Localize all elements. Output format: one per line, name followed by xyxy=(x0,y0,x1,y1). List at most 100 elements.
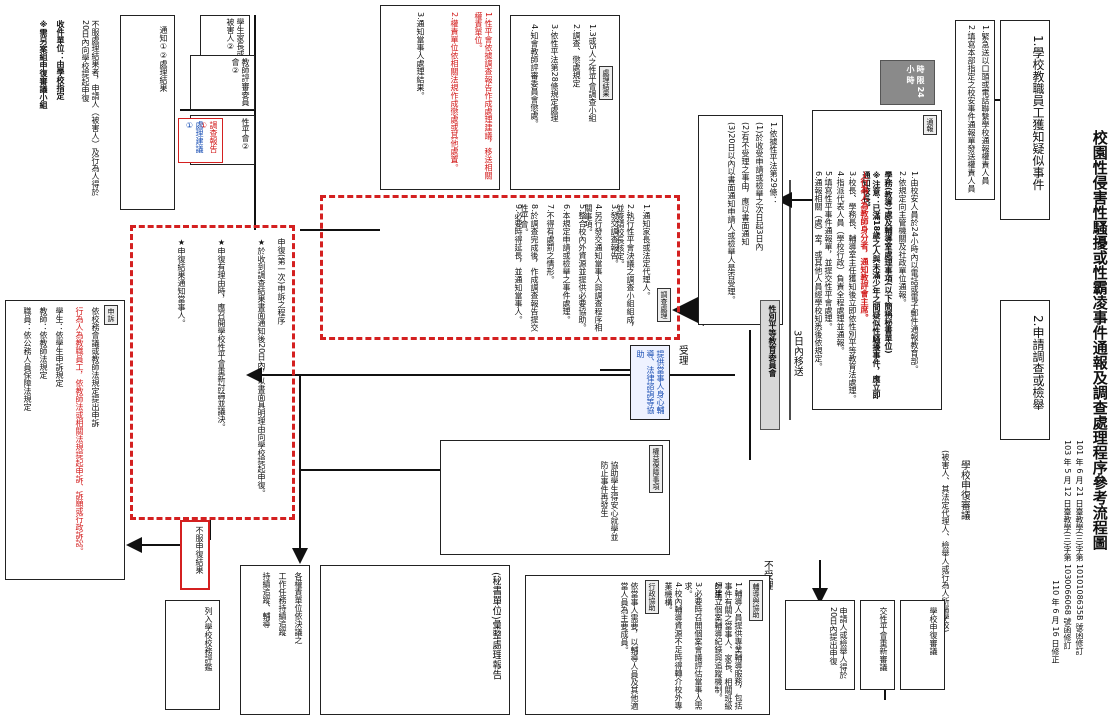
decision-l2: ★於收到調查結果書面通知後20日內，以書面具明理由向學校提起申復。 xyxy=(257,238,266,498)
decision-list-l1: 1.性平會依據調查報告作成處理建議，移送相關權責單位。 xyxy=(474,12,493,180)
support-tag-2: 行政協助 xyxy=(645,580,659,614)
source-1-line1: 1.緊急送以口頭或電話聯繫學校通報權責人員 xyxy=(981,25,990,185)
report-red-line: →行為人為教師身分者，通知教評會主席。 xyxy=(860,171,869,322)
source-1-title: 1.學校教職員工獲知疑似事件 xyxy=(1031,35,1045,191)
assist-tag: 權益保障事項 xyxy=(649,445,663,493)
investigation-region: 調查處理 1.通知家長或法定代理人。 2.執行性平會決議之調查小組組成，並簽請校… xyxy=(320,195,680,340)
report-note-title: 學務(教導)處及輔導室處理事項(以下簡稱秘書單位) xyxy=(884,171,893,354)
appeal-box: 申請人或檢舉人得於20日內提出申復 xyxy=(785,600,855,690)
gender-line-3: (2)有不受理之事由，應以書面通知 xyxy=(741,122,750,246)
top-right-l3: 3.依性平法第28條規定處理 xyxy=(550,24,559,122)
report-line-3: 3.校長、學務長、輔導室主任獲知後立即依性別平等教育法處理。 xyxy=(848,171,857,403)
support-l4: 4.校內輔導資源不足時得轉介校外專業機構。 xyxy=(664,582,683,710)
source-1-box: 1.學校教職員工獲知疑似事件 xyxy=(1000,20,1050,220)
date-line-2: 103 年 5 月 12 日臺教學(三)字第 1030066068 號函修訂 xyxy=(1063,440,1072,650)
investigation-l7: 7.不得有處罰之情形。 xyxy=(546,204,555,284)
time-limit-text: 時 限 24 小 時 xyxy=(906,65,925,98)
gender-line-2: (1)於收受申請或檢舉之次日起3日內 xyxy=(755,122,764,251)
secretariat-box: (秘書單位)彙整處理報告 xyxy=(320,565,510,715)
school-investigation-label: 學校申復審議 xyxy=(958,460,970,520)
gender-committee-box: 1.依據性平法第29條： (1)於收受申請或檢舉之次日起3日內 (2)有不受理之… xyxy=(698,115,783,325)
resend-text: 交性平會重新審議 xyxy=(879,607,888,671)
decision-list-box: 1.性平會依據調查報告作成處理建議，移送相關權責單位。 2.權責單位依相關法規作… xyxy=(380,5,500,190)
investigation-l6: 6.本規定申請或檢舉之事件處理。 xyxy=(562,204,571,324)
notify-box-4: 調查報告① 處理建議① xyxy=(178,118,223,163)
review-red1: 行為人為教職員工，依教師法或相關法規提起申訴、訴願或行政訴訟。 xyxy=(75,307,84,555)
bottom-note-l1: 不服處理結果者，申請人（被害人）及行為人得於20日內向學校提起申復 xyxy=(81,20,100,196)
top-right-l1: 1.3或5人之性平會調查小組 xyxy=(588,24,597,122)
top-right-l4: 4.知會教師評審委員會懲處。 xyxy=(530,24,539,128)
notify-b1: 調查報告① xyxy=(199,121,218,153)
source-2-title: 2.申請調查或檢舉 xyxy=(1031,315,1045,411)
three-day-label: 3日內移送 xyxy=(791,330,803,377)
review-l1: 依校務會議或教師法規定提出申訴 xyxy=(91,307,100,427)
report-note-body: ※注意：已滿18歲之人與未滿少年之間疑似性騷擾事件，應立即通知校長。 xyxy=(862,171,881,400)
decision-list-l2: 2.權責單位依相關法規作成懲處或其他處置。 xyxy=(450,12,459,172)
source-1-detail: 1.緊急送以口頭或電話聯繫學校通報權責人員 2.填寫本部指定之校安事件通報單發送… xyxy=(955,20,995,200)
support-l2: 2.建立個案輔導紀錄與追蹤機制。 xyxy=(714,582,723,702)
resend-box: 交性平會重新審議 xyxy=(860,600,895,690)
decision-l4: ★申復結果通知當事人。 xyxy=(177,238,186,327)
decision-region: 申復(第一次)申訴之程序 ★於收到調查結果書面通知後20日內，以書面具明理由向學… xyxy=(130,225,295,520)
school-appeal-box: 學校申復審議 xyxy=(900,600,945,690)
top-right-tag: 處理結果 xyxy=(599,66,613,100)
followup-sub1: 各權責單位依決議之 xyxy=(294,572,303,644)
gender-line-1: 1.依據性平法第29條： xyxy=(769,122,778,204)
date-line-3: 110 年 6 月 16 日修正 xyxy=(1051,580,1060,664)
top-right-l2: 2.調查、懲處規定 xyxy=(572,24,581,88)
review-l3: 教師：依教師法規定 xyxy=(39,307,48,379)
protection-box: 提供當事人身心輔導、法律諮詢等協助 xyxy=(630,345,670,420)
support-l3: 3.必要時召開個案會議評估當事人需求。 xyxy=(684,582,703,710)
notify-n2: 教師評審委員會② xyxy=(231,58,250,106)
source-2-note: (被害人、其法定代理人、檢舉人或行為人所屬學校) xyxy=(941,450,950,633)
report-line-4: 4.指派代表人員（學校行政）負責全程處理並通報。 xyxy=(836,171,845,355)
report-line-5: 5.填寫性平事件通報單，並提交性平會處理。 xyxy=(824,171,833,331)
notify-title-box: 通知①②處理結果 xyxy=(120,15,175,210)
support-tag: 輔導與協助 xyxy=(749,580,763,621)
report-line-1: 1.由校安人員於24小時內以電話或電子郵件通報教育部。 xyxy=(910,171,919,373)
support-box: 輔導與協助 1.輔導人員提供專業輔導服務，包括事件有關之當事人、家長、相關班級師… xyxy=(525,575,770,715)
review-tag: 申訴 xyxy=(104,305,118,325)
date-line-1: 101 年 6 月 21 日臺教學(三)字第 1010108635B 號函修訂 xyxy=(1075,440,1084,655)
bottom-note-l2: 收件單位：由學校指定 xyxy=(56,20,65,100)
notify-box-2: 教師評審委員會② xyxy=(190,55,255,110)
notify-n3: 性平會② xyxy=(241,118,250,151)
decision-l3: ★申復有理由時，應召開學校性平會重新討論並議決。 xyxy=(217,238,226,431)
accept-label: 受理 xyxy=(676,345,688,365)
time-limit-badge xyxy=(880,60,935,105)
investigation-l8: 8.於調查完成後，作成調查報告提交性平會。 xyxy=(520,204,539,332)
report-line-6: 6.通報相關（處）室，或其他人員經學校知悉後依規定。 xyxy=(814,171,823,371)
evaluation-box: 列入學校校務評鑑 xyxy=(165,600,220,710)
support-l5: 依當事人需要，以輔導人員及其他適當人員為主要成員。 xyxy=(620,582,639,710)
source-2-box: 2.申請調查或檢舉 xyxy=(1000,300,1050,440)
decision-list-l3: 3.通知當事人處理結果。 xyxy=(416,12,425,100)
review-l2: 學生：依學生申訴規定 xyxy=(55,307,64,387)
school-appeal-text: 學校申復審議 xyxy=(929,607,938,655)
report-line-2: 2.依規定向主管機關及社政單位通報。 xyxy=(898,171,907,307)
gender-line-4: (3)20日以內以書面通知申請人或檢舉人是否受理。 xyxy=(727,122,736,304)
secretariat-text: (秘書單位)彙整處理報告 xyxy=(490,572,501,680)
gender-title: 性別平等教育委員會 xyxy=(768,305,777,377)
investigation-l5: 5.整合校內外資源並提供必要協助。 xyxy=(578,204,587,332)
gender-title-box: 性別平等教育委員會 xyxy=(760,300,780,430)
investigation-l4: 4.另行發交通知當事人與調查程序相關事項。 xyxy=(584,204,603,332)
not-hold-box: 不服申復結果 xyxy=(180,520,210,590)
notify-b2: 處理建議① xyxy=(185,121,204,153)
notify-title: 通知①②處理結果 xyxy=(159,26,168,92)
followup-sub3: 持續追蹤、輔導 xyxy=(262,572,271,628)
report-tag: 通報 xyxy=(923,115,937,135)
investigation-l3: 3.發交調查報告。 xyxy=(610,204,619,268)
top-right-result-box: 處理結果 1.3或5人之性平會調查小組 2.調查、懲處規定 3.依性平法第28條… xyxy=(510,15,620,190)
bottom-note-l3: ※需另案組申復審議小組 xyxy=(39,20,48,109)
investigation-tag: 調查處理 xyxy=(657,288,671,322)
review-box: 申訴 依校務會議或教師法規定提出申訴 行為人為教職員工，依教師法或相關法規提起申… xyxy=(5,300,125,580)
notify-box-1: 學生家長或被害人② xyxy=(200,15,250,60)
report-box: 通報 1.由校安人員於24小時內以電話或電子郵件通報教育部。 2.依規定向主管機… xyxy=(812,110,942,410)
investigation-l2: 2.執行性平會決議之調查小組組成，並簽請校長核定。 xyxy=(616,204,635,332)
investigation-l9: 9.必要時得延長，並通知當事人。 xyxy=(514,204,523,324)
investigation-l1: 1.通知家長或法定代理人。 xyxy=(642,204,651,300)
evaluation-text: 列入學校校務評鑑 xyxy=(204,607,213,671)
decision-l1: 申復(第一次)申訴之程序 xyxy=(277,238,286,325)
notify-n1: 學生家長或被害人② xyxy=(226,18,245,58)
